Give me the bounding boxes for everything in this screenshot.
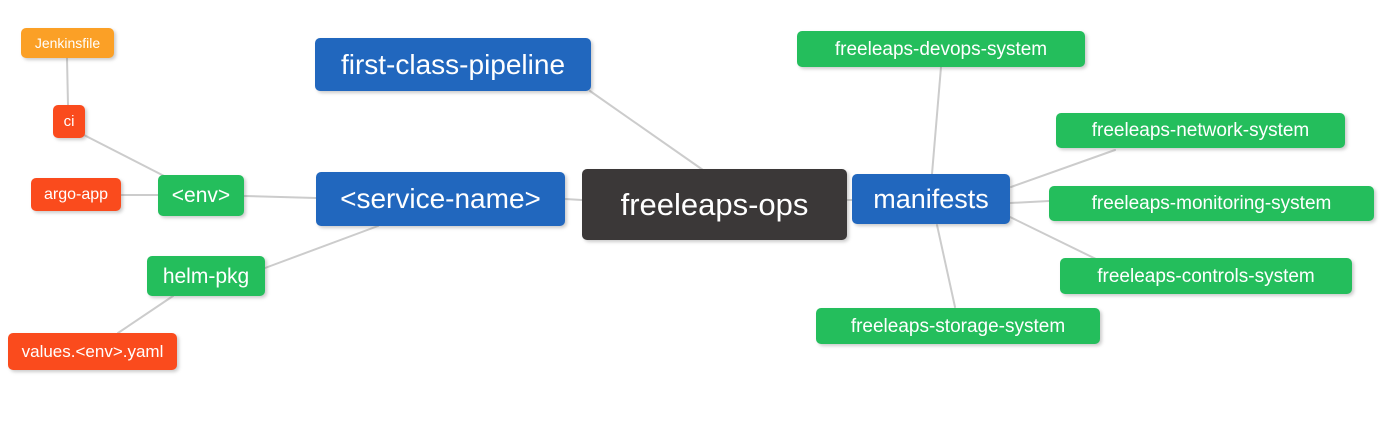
node-first-class-pipeline[interactable]: first-class-pipeline [315, 38, 591, 91]
node-values-env-yaml[interactable]: values.<env>.yaml [8, 333, 177, 370]
edge-first-class-pipeline--freeleaps-ops [589, 90, 704, 171]
node-argo-app[interactable]: argo-app [31, 178, 121, 211]
node-freeleaps-devops-system[interactable]: freeleaps-devops-system [797, 31, 1085, 67]
node-manifests[interactable]: manifests [852, 174, 1010, 224]
edge-manifests--freeleaps-monitoring-system [1009, 200, 1050, 204]
edge-helm-pkg--service-name [264, 225, 379, 269]
edge-env--service-name [243, 195, 317, 199]
node-freeleaps-network-system[interactable]: freeleaps-network-system [1056, 113, 1345, 148]
edge-ci--env [81, 133, 171, 180]
edge-manifests--freeleaps-devops-system [931, 66, 942, 175]
node-service-name[interactable]: <service-name> [316, 172, 565, 226]
edge-values-env-yaml--helm-pkg [117, 295, 174, 334]
edge-jenkinsfile--ci [66, 57, 69, 106]
node-helm-pkg[interactable]: helm-pkg [147, 256, 265, 296]
node-freeleaps-monitoring-system[interactable]: freeleaps-monitoring-system [1049, 186, 1374, 221]
edge-manifests--freeleaps-storage-system [936, 224, 956, 308]
node-jenkinsfile[interactable]: Jenkinsfile [21, 28, 114, 58]
edge-service-name--freeleaps-ops [564, 198, 583, 201]
edge-manifests--freeleaps-network-system [1010, 149, 1116, 188]
node-env[interactable]: <env> [158, 175, 244, 216]
node-freeleaps-storage-system[interactable]: freeleaps-storage-system [816, 308, 1100, 344]
node-freeleaps-ops[interactable]: freeleaps-ops [582, 169, 847, 240]
node-ci[interactable]: ci [53, 105, 85, 138]
node-freeleaps-controls-system[interactable]: freeleaps-controls-system [1060, 258, 1352, 294]
edge-manifests--freeleaps-controls-system [1009, 216, 1099, 261]
